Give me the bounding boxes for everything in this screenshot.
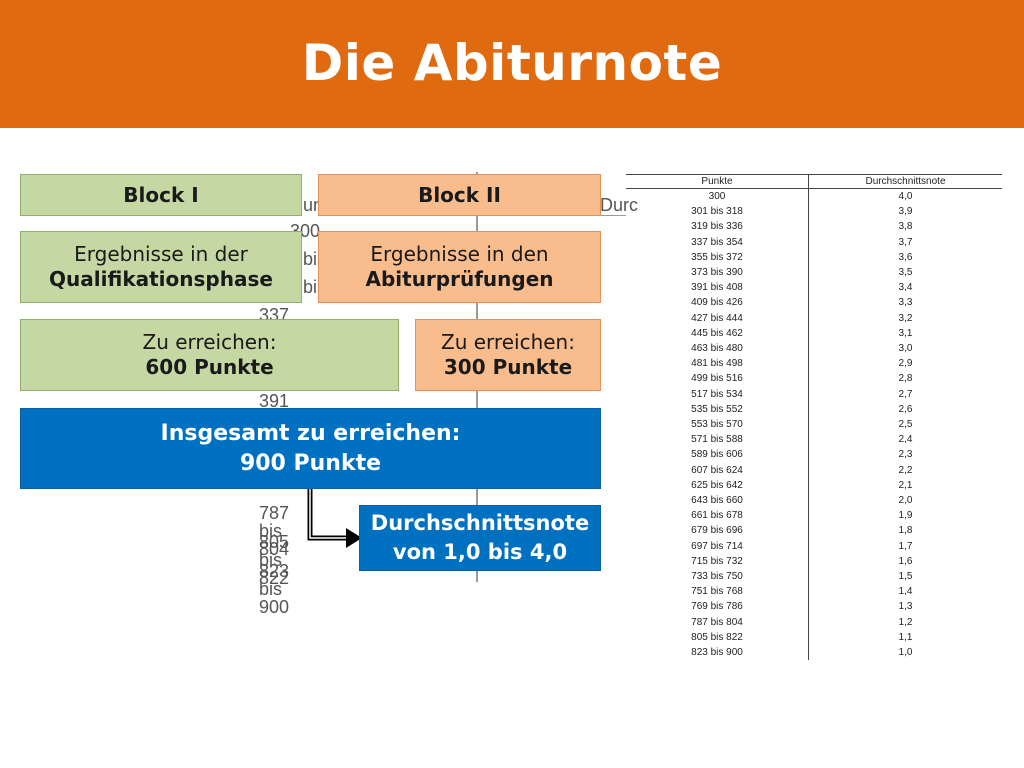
table-cell-punkte: 535 bis 552: [691, 403, 743, 415]
block-1-label: Block I: [123, 182, 199, 207]
table-cell-note: 1,2: [898, 616, 913, 628]
durchschnittsnote-line1: Durchschnittsnote: [370, 511, 590, 535]
table-cell-punkte: 481 bis 498: [691, 358, 743, 370]
table-cell-note: 3,1: [898, 327, 913, 339]
table-cell-punkte: 391 bis 408: [691, 282, 743, 294]
table-cell-punkte: 499 bis 516: [691, 373, 743, 385]
table-cell-note: 1,0: [898, 647, 913, 658]
table-cell-note: 2,3: [898, 449, 913, 461]
qualifikationsphase-line2: Qualifikationsphase: [49, 267, 273, 291]
table-cell-note: 1,8: [898, 525, 913, 537]
table-cell-punkte: 679 bis 696: [691, 525, 743, 537]
table-cell-note: 2,6: [898, 403, 913, 415]
durchschnittsnote-line2: von 1,0 bis 4,0: [392, 540, 568, 564]
background-fragment: 805 bis 822: [259, 532, 290, 588]
table-rule-top: [626, 174, 1002, 175]
table-cell-punkte: 373 bis 390: [691, 267, 743, 278]
table-cell-punkte: 823 bis 900: [691, 647, 743, 658]
table-cell-punkte: 300: [708, 191, 726, 202]
table-cell-note: 1,1: [898, 631, 913, 643]
ziel-300-line2: 300 Punkte: [443, 355, 573, 379]
background-fragment: 823 bis 900: [259, 561, 290, 617]
table-cell-punkte: 409 bis 426: [691, 297, 743, 309]
table-cell-note: 1,4: [898, 586, 913, 598]
table-cell-note: 1,9: [898, 510, 913, 522]
abiturpruefungen-line1: Ergebnisse in den: [370, 242, 549, 266]
table-cell-note: 2,0: [898, 495, 913, 506]
table-cell-punkte: 301 bis 318: [691, 206, 743, 218]
block-2-header: Block II: [318, 174, 601, 216]
table-cell-punkte: 589 bis 606: [691, 449, 743, 461]
table-cell-punkte: 517 bis 534: [691, 388, 743, 400]
gesamt-box: Insgesamt zu erreichen: 900 Punkte: [20, 408, 601, 489]
table-cell-punkte: 643 bis 660: [691, 495, 743, 506]
table-header-durchschnittsnote: Durchschnittsnote: [865, 176, 946, 187]
table-cell-note: 3,9: [898, 206, 913, 218]
table-cell-punkte: 697 bis 714: [691, 540, 743, 552]
background-fragment: Durc: [600, 195, 639, 215]
table-cell-note: 3,6: [898, 251, 913, 263]
table-cell-punkte: 553 bis 570: [691, 419, 743, 430]
background-table-rule: [600, 215, 626, 216]
table-cell-note: 2,4: [898, 434, 913, 446]
table-cell-note: 1,6: [898, 555, 913, 567]
table-cell-punkte: 445 bis 462: [691, 327, 743, 339]
table-cell-punkte: 625 bis 642: [691, 479, 743, 491]
table-cell-punkte: 319 bis 336: [691, 221, 743, 233]
ziel-600-line1: Zu erreichen:: [142, 330, 277, 354]
table-cell-punkte: 787 bis 804: [691, 616, 743, 628]
table-cell-punkte: 661 bis 678: [691, 510, 743, 522]
abiturpruefungen-box: Ergebnisse in den Abiturprüfungen: [318, 231, 601, 303]
table-cell-punkte: 607 bis 624: [691, 464, 743, 476]
ziel-600-line2: 600 Punkte: [145, 355, 274, 379]
ziel-300-line1: Zu erreichen:: [441, 330, 575, 354]
table-cell-punkte: 463 bis 480: [691, 343, 743, 354]
table-cell-note: 1,3: [898, 601, 913, 613]
table-cell-note: 3,4: [898, 282, 913, 294]
abiturpruefungen-line2: Abiturprüfungen: [365, 267, 554, 291]
table-cell-note: 2,8: [898, 373, 913, 385]
table-cell-note: 2,7: [898, 388, 913, 400]
qualifikationsphase-box: Ergebnisse in der Qualifikationsphase: [20, 231, 302, 303]
ziel-300-box: Zu erreichen: 300 Punkte: [415, 319, 601, 391]
table-cell-punkte: 751 bis 768: [691, 586, 743, 598]
table-cell-note: 3,2: [898, 312, 913, 324]
table-cell-punkte: 355 bis 372: [691, 251, 743, 263]
block-1-header: Block I: [20, 174, 302, 216]
ziel-600-box: Zu erreichen: 600 Punkte: [20, 319, 399, 391]
block-2-label: Block II: [418, 182, 501, 207]
qualifikationsphase-line1: Ergebnisse in der: [74, 242, 248, 266]
table-cell-note: 3,3: [898, 297, 913, 309]
table-cell-punkte: 769 bis 786: [691, 601, 743, 613]
table-cell-note: 3,8: [898, 221, 913, 233]
table-cell-punkte: 715 bis 732: [691, 555, 743, 567]
table-cell-punkte: 427 bis 444: [691, 312, 743, 324]
table-header-punkte: Punkte: [701, 176, 733, 187]
background-fragment: 787 bis 804: [259, 503, 290, 559]
table-cell-note: 2,2: [898, 464, 913, 476]
table-cell-punkte: 805 bis 822: [691, 631, 743, 643]
table-cell-note: 2,5: [898, 419, 913, 430]
table-column-divider: [808, 174, 809, 660]
gesamt-line1: Insgesamt zu erreichen:: [160, 420, 461, 446]
header-bar: [0, 0, 1024, 128]
table-cell-note: 3,0: [898, 343, 913, 354]
table-cell-note: 3,5: [898, 267, 913, 278]
table-rule-header: [626, 188, 1002, 189]
durchschnittsnote-box: Durchschnittsnote von 1,0 bis 4,0: [359, 505, 601, 571]
table-cell-note: 1,7: [898, 540, 913, 552]
table-cell-note: 2,1: [898, 479, 913, 491]
table-cell-note: 3,7: [898, 236, 913, 248]
table-cell-punkte: 733 bis 750: [691, 571, 743, 582]
table-cell-note: 1,5: [898, 571, 913, 582]
table-cell-punkte: 571 bis 588: [691, 434, 743, 446]
slide-title: Die Abiturnote: [301, 34, 723, 92]
table-cell-note: 2,9: [898, 358, 913, 370]
table-cell-punkte: 337 bis 354: [691, 236, 743, 248]
table-cell-note: 4,0: [898, 191, 913, 202]
gesamt-line2: 900 Punkte: [239, 450, 382, 476]
